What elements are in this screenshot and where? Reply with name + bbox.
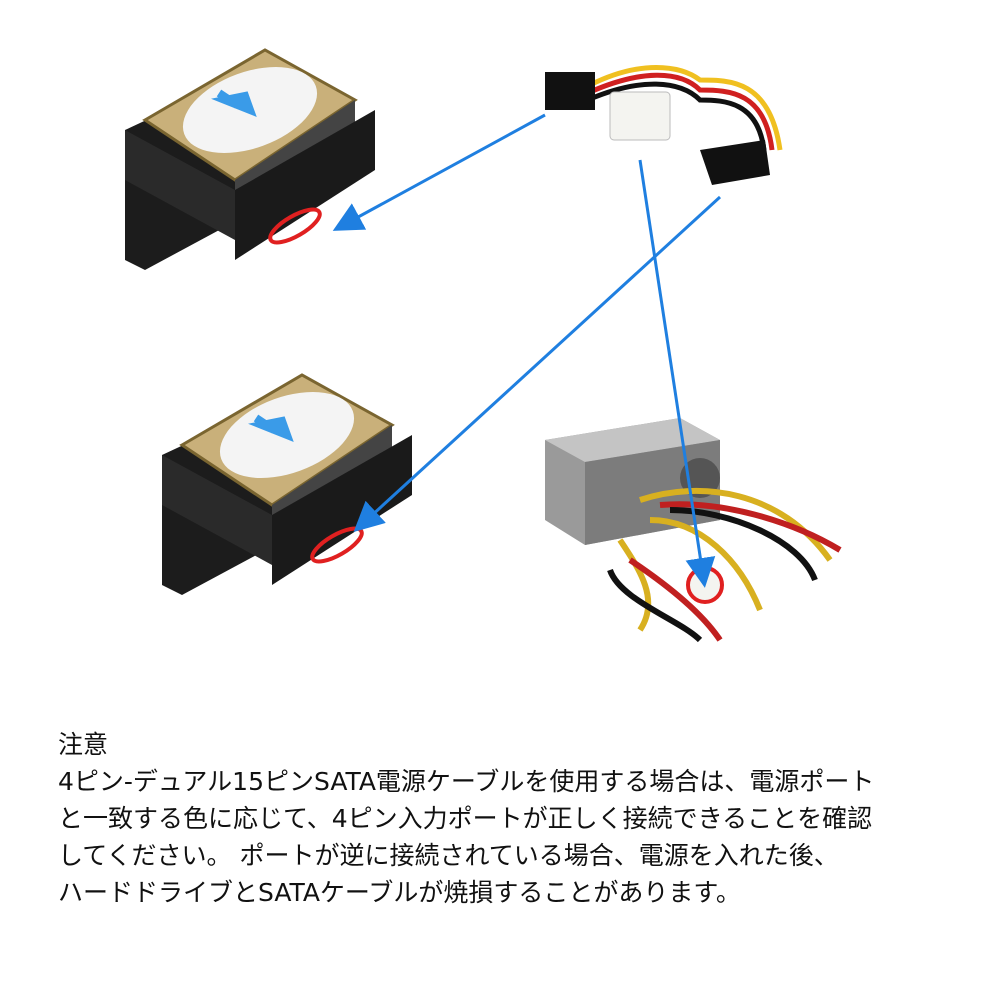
connection-arrows	[332, 113, 722, 588]
connection-diagram	[0, 0, 842, 643]
molex-4pin-connector	[609, 91, 671, 141]
sata-port-highlight	[268, 207, 322, 245]
note-title: 注意	[58, 730, 109, 759]
note-line: 4ピン-デュアル15ピンSATA電源ケーブルを使用する場合は、電源ポート	[58, 767, 875, 796]
sata-connector	[700, 140, 770, 185]
caution-note: 注意 4ピン-デュアル15ピンSATA電源ケーブルを使用する場合は、電源ポート …	[58, 726, 958, 911]
sata-power-cable	[545, 65, 783, 185]
power-supply	[545, 418, 842, 643]
hdd-bracket-top	[125, 50, 375, 270]
hdd-bracket-bottom	[162, 375, 412, 595]
note-line: と一致する色に応じて、4ピン入力ポートが正しく接続できることを確認	[58, 804, 873, 833]
molex-port-highlight	[686, 566, 724, 604]
note-line: ハードドライブとSATAケーブルが焼損することがあります。	[58, 878, 741, 907]
note-line: してください。 ポートが逆に接続されている場合、電源を入れた後、	[58, 841, 839, 870]
sata-connector	[545, 72, 595, 110]
